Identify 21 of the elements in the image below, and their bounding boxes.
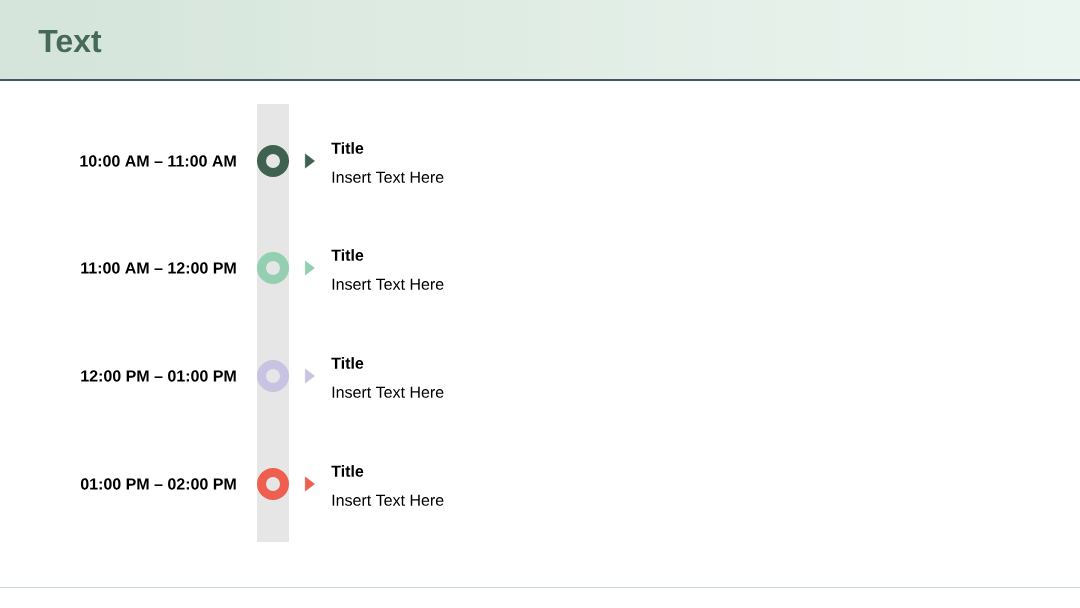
- item-text: Insert Text Here: [332, 278, 444, 290]
- item-title: Title: [331, 142, 364, 154]
- arrow: [304, 368, 315, 384]
- item-text: Insert Text Here: [332, 171, 444, 183]
- ring-marker: [257, 252, 289, 284]
- ring-marker: [257, 360, 289, 392]
- arrow: [304, 260, 315, 276]
- time-label: 12:00 PM – 01:00 PM: [81, 370, 236, 382]
- ring-marker: [257, 145, 289, 177]
- arrow: [304, 153, 315, 169]
- ring-marker: [257, 468, 289, 500]
- item-title: Title: [331, 465, 364, 477]
- item-title: Title: [331, 357, 364, 369]
- arrow: [304, 476, 315, 492]
- title: Text: [38, 30, 102, 53]
- time-label: 01:00 PM – 02:00 PM: [80, 478, 236, 490]
- time-label: 11:00 AM – 12:00 PM: [81, 262, 236, 274]
- item-text: Insert Text Here: [332, 494, 444, 506]
- time-label: 10:00 AM – 11:00 AM: [80, 155, 236, 167]
- item-title: Title: [331, 249, 364, 261]
- item-text: Insert Text Here: [332, 386, 444, 398]
